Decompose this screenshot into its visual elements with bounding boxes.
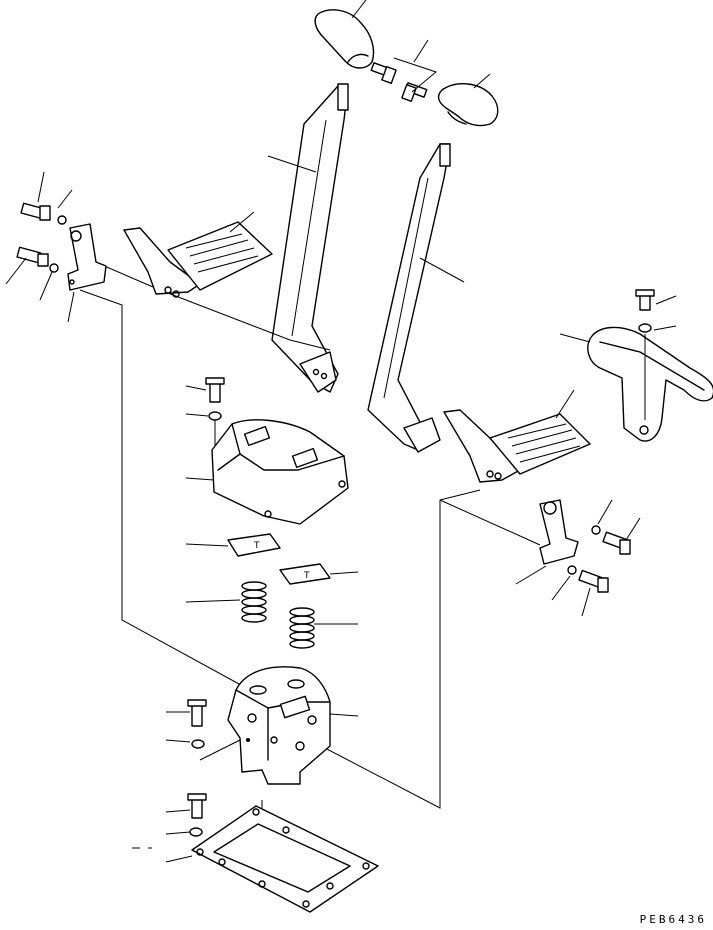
left-lever-knob bbox=[314, 0, 375, 69]
knob-bolts bbox=[370, 39, 438, 102]
right-control-lever bbox=[367, 143, 465, 453]
svg-text:T: T bbox=[253, 541, 260, 551]
right-upper-bracket bbox=[559, 289, 713, 442]
spring-seats: T T bbox=[185, 533, 359, 585]
left-control-lever bbox=[267, 83, 349, 393]
right-pedal bbox=[443, 389, 591, 483]
right-lever-knob bbox=[437, 73, 499, 127]
drawing-code: PEB6436 bbox=[639, 913, 707, 926]
mounting-plate bbox=[132, 793, 379, 913]
right-pedal-bracket bbox=[515, 499, 641, 617]
left-pedal bbox=[123, 211, 273, 298]
valve-cover bbox=[185, 377, 349, 525]
left-pedal-bracket bbox=[5, 171, 107, 323]
springs bbox=[185, 581, 358, 649]
ppc-valve bbox=[165, 666, 359, 785]
svg-text:T: T bbox=[303, 571, 310, 581]
